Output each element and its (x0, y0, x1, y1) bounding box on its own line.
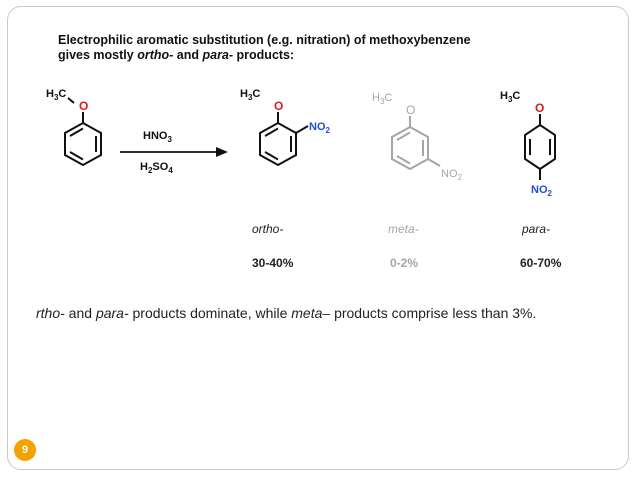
meta-label: meta- (388, 222, 419, 236)
summary-sentence: rtho- and para- products dominate, while… (36, 305, 536, 321)
summary-meta: meta– (291, 305, 331, 321)
meta-oxygen: O (406, 103, 415, 117)
title-line-1: Electrophilic aromatic substitution (e.g… (58, 33, 471, 47)
start-h3c: H3C (46, 88, 66, 102)
ortho-label: ortho- (252, 222, 284, 236)
ortho-product-structure (259, 112, 309, 167)
meta-h3c: H3C (372, 92, 392, 106)
title-ortho: ortho- (137, 48, 174, 62)
start-oxygen: O (79, 99, 88, 113)
title-line-2: gives mostly ortho- and para- products: (58, 48, 471, 63)
reaction-scheme: H3C O HNO3 H2SO4 H3C O NO2 H3C O NO2 H3C… (46, 88, 556, 198)
reagent-hno3: HNO3 (143, 130, 172, 144)
title-text: products: (233, 48, 295, 62)
title-text: and (173, 48, 203, 62)
methoxybenzene-structure (64, 97, 102, 167)
reagent-h2so4: H2SO4 (140, 161, 173, 175)
ortho-h3c: H3C (240, 88, 260, 102)
slide-title: Electrophilic aromatic substitution (e.g… (58, 33, 471, 63)
summary-text: products comprise less than 3%. (330, 305, 537, 321)
summary-para: para- (95, 305, 129, 321)
summary-ortho: rtho- (36, 305, 65, 321)
ortho-yield: 30-40% (252, 256, 294, 270)
title-text: gives mostly (58, 48, 138, 62)
title-para: para- (202, 48, 234, 62)
slide-frame (7, 6, 629, 470)
meta-nitro: NO2 (441, 168, 463, 182)
summary-text: and (64, 305, 96, 321)
meta-product-structure (391, 116, 441, 171)
reaction-arrow (120, 147, 228, 157)
ortho-oxygen: O (274, 99, 283, 113)
meta-yield: 0-2% (390, 256, 419, 270)
para-product-structure (524, 114, 556, 180)
para-nitro: NO2 (531, 184, 553, 198)
page-number-badge: 9 (14, 439, 36, 461)
para-label: para- (522, 222, 551, 236)
para-oxygen: O (535, 101, 544, 115)
para-yield: 60-70% (520, 256, 562, 270)
ortho-nitro: NO2 (309, 121, 331, 135)
para-h3c: H3C (500, 90, 520, 104)
summary-text: products dominate, while (128, 305, 292, 321)
